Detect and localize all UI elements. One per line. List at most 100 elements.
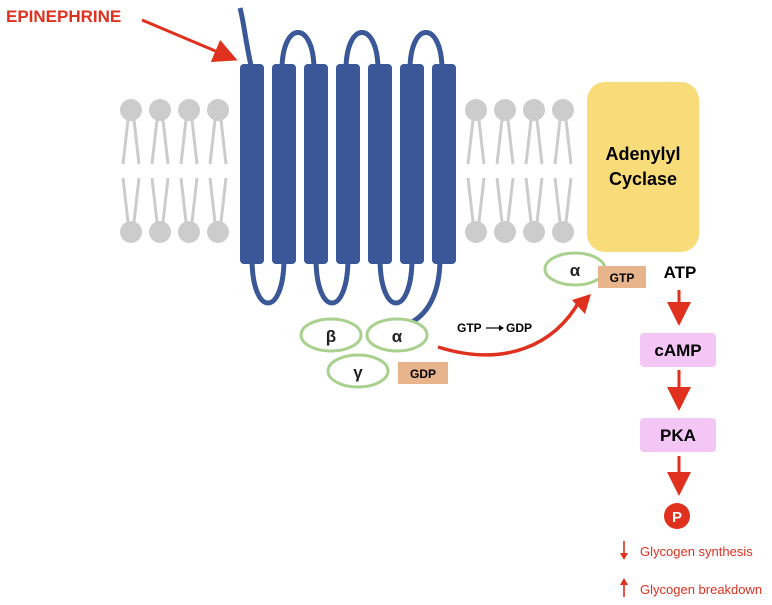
lipid-head-inner-left-2 xyxy=(178,221,200,243)
lipid-tail-inner-b-left-1 xyxy=(161,177,170,223)
lipid-tail-outer-b-left-2 xyxy=(190,119,199,165)
lipid-tail-outer-a-left-3 xyxy=(208,119,217,165)
lipid-tail-inner-a-left-0 xyxy=(121,177,130,223)
epinephrine-label: EPINEPHRINE xyxy=(6,7,121,26)
lipid-tail-inner-b-right-0 xyxy=(477,177,486,223)
lipid-tail-outer-b-right-2 xyxy=(535,119,544,165)
lipid-head-inner-right-1 xyxy=(494,221,516,243)
exchange-from-label: GTP xyxy=(457,321,482,335)
lipid-head-outer-left-2 xyxy=(178,99,200,121)
receptor-c-terminus xyxy=(410,257,443,325)
gdp-box xyxy=(398,362,448,384)
beta-subunit-label: β xyxy=(326,327,336,346)
lipid-tail-outer-b-left-1 xyxy=(161,119,170,165)
lipid-tail-inner-b-left-3 xyxy=(219,177,228,223)
pka-label: PKA xyxy=(660,426,696,445)
lipid-tail-inner-b-right-2 xyxy=(535,177,544,223)
lipid-head-outer-right-0 xyxy=(465,99,487,121)
receptor-extracellular-loop-2 xyxy=(343,30,381,71)
atp-label: ATP xyxy=(664,263,697,282)
lipid-tail-outer-a-right-2 xyxy=(524,119,533,165)
g-protein-trimer: β α γ GDP xyxy=(299,317,448,389)
adenylyl-cyclase-label-line1: Adenylyl xyxy=(605,144,680,164)
receptor-intracellular-loop-3 xyxy=(377,257,415,306)
lipid-tail-outer-a-right-0 xyxy=(466,119,475,165)
receptor-intracellular-loop-1 xyxy=(249,257,287,306)
exchange-small-arrowhead xyxy=(499,325,504,331)
receptor-helix-4 xyxy=(336,64,360,264)
camp-box xyxy=(640,333,716,367)
lipid-tail-outer-b-left-3 xyxy=(219,119,228,165)
lipid-tail-inner-a-left-3 xyxy=(208,177,217,223)
lipid-tail-outer-a-right-3 xyxy=(553,119,562,165)
beta-subunit xyxy=(299,317,363,353)
receptor-helix-2 xyxy=(272,64,296,264)
lipid-head-outer-right-1 xyxy=(494,99,516,121)
lipid-tail-inner-a-left-1 xyxy=(150,177,159,223)
phosphate-badge xyxy=(664,503,690,529)
lipid-tail-inner-b-left-0 xyxy=(132,177,141,223)
lipid-tail-outer-a-left-0 xyxy=(121,119,130,165)
lipid-head-inner-right-3 xyxy=(552,221,574,243)
alpha-subunit-label: α xyxy=(392,327,403,346)
phosphate-label: P xyxy=(672,509,682,526)
lipid-head-inner-left-1 xyxy=(149,221,171,243)
effect-2-text: Glycogen breakdown xyxy=(640,582,762,597)
lipid-tail-inner-b-left-2 xyxy=(190,177,199,223)
adenylyl-cyclase-label-line2: Cyclase xyxy=(609,169,677,189)
lipid-tail-inner-b-right-3 xyxy=(564,177,573,223)
receptor-helix-5 xyxy=(368,64,392,264)
epinephrine-arrow xyxy=(141,18,238,63)
lipid-tail-outer-a-left-1 xyxy=(150,119,159,165)
lipid-tail-inner-b-right-1 xyxy=(506,177,515,223)
lipid-tail-outer-b-right-0 xyxy=(477,119,486,165)
lipid-head-outer-right-3 xyxy=(552,99,574,121)
adenylyl-cyclase xyxy=(587,82,699,252)
gdp-label: GDP xyxy=(410,367,436,381)
lipid-tail-inner-a-right-3 xyxy=(553,177,562,223)
up-arrow-icon xyxy=(620,578,628,585)
lipid-head-outer-right-2 xyxy=(523,99,545,121)
activation-arrow xyxy=(437,299,582,357)
lipid-tail-inner-a-left-2 xyxy=(179,177,188,223)
lipid-tail-outer-b-right-1 xyxy=(506,119,515,165)
lipid-head-outer-left-1 xyxy=(149,99,171,121)
activated-alpha-label: α xyxy=(570,261,581,280)
receptor-helix-7 xyxy=(432,64,456,264)
alpha-subunit xyxy=(365,317,429,353)
lipid-bilayer-right xyxy=(465,99,574,243)
lipid-head-outer-left-3 xyxy=(207,99,229,121)
exchange-to-label: GDP xyxy=(506,321,532,335)
lipid-head-outer-left-0 xyxy=(120,99,142,121)
receptor-helix-6 xyxy=(400,64,424,264)
activation-arrowhead xyxy=(572,294,591,314)
lipid-tail-outer-b-right-3 xyxy=(564,119,573,165)
receptor-n-terminus xyxy=(237,7,255,71)
gamma-subunit-label: γ xyxy=(353,363,363,382)
gamma-subunit xyxy=(326,353,390,389)
lipid-tail-inner-a-right-0 xyxy=(466,177,475,223)
lipid-head-inner-left-0 xyxy=(120,221,142,243)
lipid-head-inner-right-0 xyxy=(465,221,487,243)
receptor-helix-3 xyxy=(304,64,328,264)
receptor-loops xyxy=(237,7,445,325)
receptor-helix-1 xyxy=(240,64,264,264)
lipid-tail-inner-a-right-1 xyxy=(495,177,504,223)
camp-label: cAMP xyxy=(654,341,701,360)
receptor-intracellular-loop-2 xyxy=(313,257,351,306)
receptor-extracellular-loop-1 xyxy=(279,30,317,71)
gtp-label: GTP xyxy=(610,271,635,285)
effect-1-text: Glycogen synthesis xyxy=(640,544,753,559)
receptor-helices xyxy=(240,64,456,264)
receptor-extracellular-loop-3 xyxy=(407,30,445,71)
gtp-box xyxy=(598,266,646,288)
pka-box xyxy=(640,418,716,452)
lipid-bilayer-left xyxy=(120,99,229,243)
lipid-tail-outer-b-left-0 xyxy=(132,119,141,165)
lipid-tail-outer-a-right-1 xyxy=(495,119,504,165)
lipid-head-inner-right-2 xyxy=(523,221,545,243)
lipid-tail-inner-a-right-2 xyxy=(524,177,533,223)
down-arrow-icon xyxy=(620,553,628,560)
lipid-tail-outer-a-left-2 xyxy=(179,119,188,165)
